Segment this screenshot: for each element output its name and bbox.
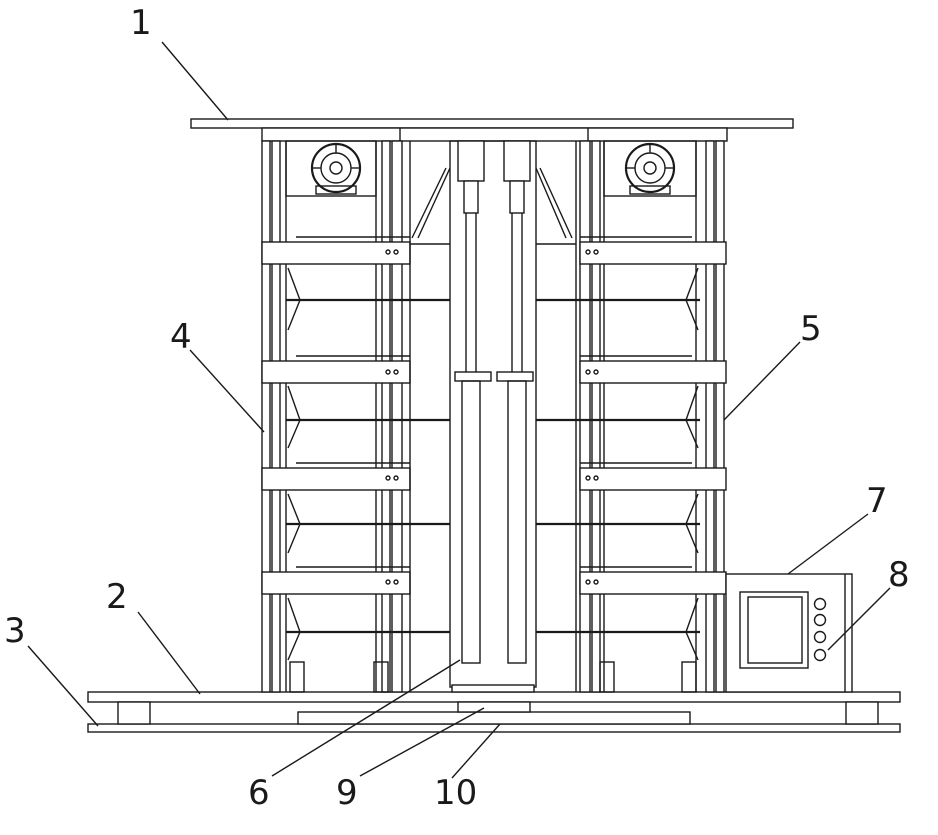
lift-column [410,141,576,692]
slide-rail [298,712,690,724]
label-2: 2 [106,577,128,617]
label-3: 3 [4,611,26,651]
upper-base-plate [88,692,900,702]
label-7: 7 [866,481,888,521]
control-cabinet [726,574,852,692]
slide-block [458,702,530,712]
left-motor-icon [312,144,360,194]
label-1: 1 [130,3,152,43]
label-6: 6 [248,773,270,813]
label-8: 8 [888,555,910,595]
right-motor-icon [626,144,674,194]
label-10: 10 [434,773,477,813]
label-4: 4 [170,317,192,357]
left-rack [262,141,450,692]
label-9: 9 [336,773,358,813]
label-5: 5 [800,309,822,349]
right-rack [536,141,726,692]
top-plate [191,119,793,141]
top-struts [410,168,576,244]
